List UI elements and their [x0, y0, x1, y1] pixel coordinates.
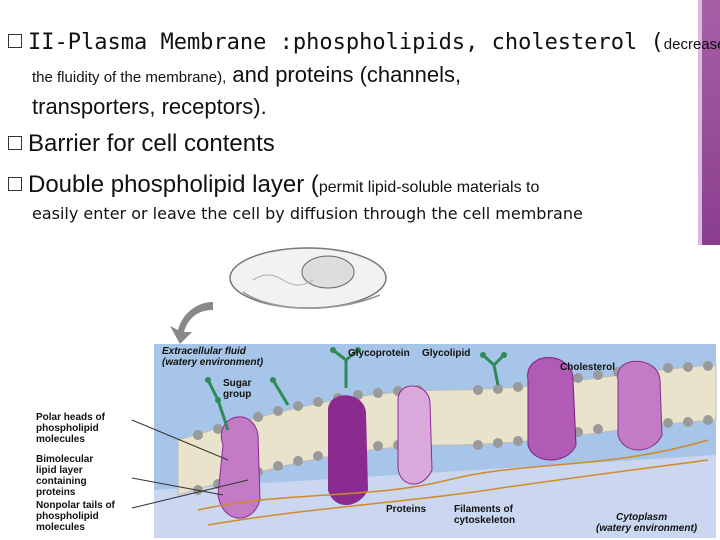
- glycoprotein-label: Glycoprotein: [348, 348, 410, 359]
- polar-heads-label-2: phospholipid: [36, 423, 99, 434]
- polar-heads-label: Polar heads of: [36, 412, 106, 423]
- nonpolar-tails-label: Nonpolar tails of: [36, 500, 116, 511]
- bullet-prefix: II-Plasma Membrane :: [28, 30, 293, 55]
- extracellular-fluid-label: Extracellular fluid: [162, 346, 247, 357]
- filaments-label-2: cytoskeleton: [454, 515, 515, 526]
- bimolecular-label-2: lipid layer: [36, 465, 83, 476]
- extracellular-env-label: (watery environment): [162, 357, 264, 368]
- arrow-icon: [170, 302, 213, 344]
- bullet-plasma-line3: transporters, receptors).: [32, 94, 267, 120]
- left-labels: Polar heads of phospholipid molecules Bi…: [36, 412, 249, 533]
- bullet-barrier: Barrier for cell contents: [8, 130, 275, 158]
- bullet-box-icon: [8, 176, 22, 191]
- plasma-membrane-diagram: Polar heads of phospholipid molecules Bi…: [36, 247, 717, 538]
- membrane-proteins: [217, 357, 663, 519]
- bullet-box-icon: [8, 135, 22, 150]
- bimolecular-label: Bimolecular: [36, 454, 93, 465]
- sugar-group-label-2: group: [223, 389, 251, 400]
- bullet-small-text: permit lipid-soluble materials to: [318, 179, 540, 196]
- sugar-group-label: Sugar: [223, 378, 251, 389]
- bullet-small-text: decreases: [663, 36, 720, 53]
- glycolipid-label: Glycolipid: [422, 348, 470, 359]
- bullet-small-text: the fluidity of the membrane),: [32, 69, 227, 86]
- slide-accent-bar: [702, 0, 720, 245]
- cytoplasm-env-label: (watery environment): [596, 523, 698, 534]
- bimolecular-label-4: proteins: [36, 487, 76, 498]
- bullet-plasma-membrane: II-Plasma Membrane :phospholipids, chole…: [8, 28, 720, 55]
- polar-heads-label-3: molecules: [36, 434, 85, 445]
- slide-accent-stripe: [698, 0, 702, 245]
- cholesterol-label: Cholesterol: [560, 362, 615, 373]
- bullet-text: and proteins (channels,: [226, 62, 462, 87]
- bullet-double-line2: easily enter or leave the cell by diffus…: [32, 204, 583, 223]
- bullet-text: Barrier for cell contents: [28, 130, 275, 157]
- bullet-text: Double phospholipid layer (: [28, 171, 319, 198]
- filaments-label: Filaments of: [454, 504, 514, 515]
- bullet-small-text: easily enter or leave the cell by diffus…: [32, 204, 583, 223]
- nonpolar-tails-label-3: molecules: [36, 522, 85, 533]
- bullet-plasma-line2: the fluidity of the membrane), and prote…: [32, 62, 461, 88]
- bullet-text: transporters, receptors).: [32, 94, 267, 119]
- cell-sketch-icon: [229, 247, 387, 310]
- nonpolar-tails-label-2: phospholipid: [36, 511, 99, 522]
- bimolecular-label-3: containing: [36, 476, 87, 487]
- bullet-text: phospholipids, cholesterol (: [292, 30, 664, 55]
- sugar-chains: [206, 348, 506, 431]
- label-leader-lines: [131, 419, 249, 509]
- bullet-double-layer: Double phospholipid layer (permit lipid-…: [8, 171, 539, 199]
- proteins-label: Proteins: [386, 504, 426, 515]
- bullet-box-icon: [8, 33, 22, 48]
- cytoplasm-label: Cytoplasm: [616, 512, 667, 523]
- sugar-beads: [205, 347, 507, 403]
- cytoskeleton-filaments: [197, 439, 709, 526]
